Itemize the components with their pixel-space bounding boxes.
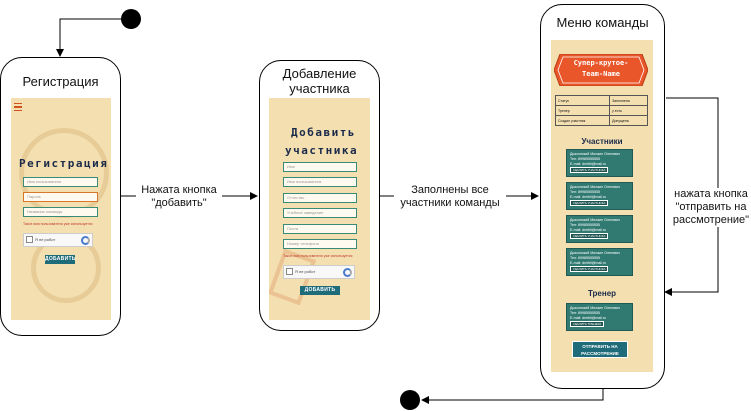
coach-phone: Тел: 89985555555 xyxy=(570,311,600,315)
end-node xyxy=(400,390,420,410)
transition-label-line: рассмотрение" xyxy=(672,214,750,226)
member-email: E-mail: dmitrii@mail.ru xyxy=(570,228,607,232)
members-heading: Участники xyxy=(581,137,623,146)
recaptcha-icon xyxy=(81,236,90,245)
coach-name: Дьяконский Михаил Олегович xyxy=(570,306,620,310)
state-title: Меню команды xyxy=(556,15,649,30)
remove-member-button[interactable]: УДАЛИТЬ УЧАСТНИКА xyxy=(570,200,609,206)
email-field[interactable]: Почта xyxy=(283,224,357,234)
page-title-line1: Добавить xyxy=(291,126,356,139)
table-row: Создал участник Допущена xyxy=(554,115,648,126)
table-cell: Статус xyxy=(554,95,611,106)
member-card: Дьяконский Михаил Олегович Тел: 89985555… xyxy=(566,248,633,276)
error-message: Такое имя пользователя уже используется xyxy=(23,222,93,226)
captcha-label: Я не робот xyxy=(295,269,316,274)
team-name-line1: Супер-крутое- xyxy=(573,59,629,67)
remove-coach-button[interactable]: УДАЛИТЬ ТРЕНЕРА xyxy=(570,321,605,327)
member-phone: Тел: 89985555555 xyxy=(570,256,600,260)
page-title-line2: участника xyxy=(285,144,359,157)
table-cell: Тренер xyxy=(554,105,611,116)
member-card: Дьяконский Михаил Олегович Тел: 89985555… xyxy=(566,215,633,243)
table-row: Тренер у есть xyxy=(554,105,648,116)
captcha-checkbox[interactable] xyxy=(26,236,33,244)
member-card: Дьяконский Михаил Олегович Тел: 89985555… xyxy=(566,182,633,210)
start-arrow xyxy=(56,18,121,57)
password-field[interactable]: Пароль xyxy=(23,192,98,202)
transition-label-line: Нажата кнопка xyxy=(141,184,217,196)
member-email: E-mail: dmitrii@mail.ru xyxy=(570,195,607,199)
transition-label-line: участники команды xyxy=(400,197,500,209)
team-name-banner xyxy=(554,54,648,86)
team-name-line2: Team-Name xyxy=(582,70,620,78)
name-field[interactable]: Имя xyxy=(283,162,357,172)
end-arrow xyxy=(421,389,604,404)
team-info-table: Статус Заполнена Тренер у есть Создал уч… xyxy=(554,95,648,126)
table-cell: у есть xyxy=(609,105,648,116)
table-cell: Заполнена xyxy=(609,95,648,106)
coach-heading: Тренер xyxy=(587,289,617,298)
transition-label-line: Заполнены все xyxy=(411,184,489,196)
captcha-checkbox[interactable] xyxy=(286,268,293,276)
start-node xyxy=(121,9,141,29)
team-name-field[interactable]: Название команды xyxy=(23,207,98,217)
transition-label-line: нажата кнопка xyxy=(674,188,748,200)
captcha-widget[interactable]: Я не робот xyxy=(283,265,355,279)
transition-label: Нажата кнопка "добавить" xyxy=(136,184,222,210)
add-button[interactable]: ДОБАВИТЬ xyxy=(45,255,76,264)
submit-label-line1: ОТПРАВИТЬ НА xyxy=(582,344,618,349)
table-cell: Допущена xyxy=(609,115,648,126)
submit-for-review-button[interactable]: ОТПРАВИТЬ НА РАССМОТРЕНИЕ xyxy=(572,341,628,358)
transition-label: Заполнены все участники команды xyxy=(394,184,506,210)
member-name: Дьяконский Михаил Олегович xyxy=(570,185,620,189)
captcha-widget[interactable]: Я не робот xyxy=(23,233,93,247)
transition-label: нажата кнопка "отправить на рассмотрение… xyxy=(672,188,750,227)
page-title: Регистрация xyxy=(19,157,109,170)
table-cell: Создал участник xyxy=(554,115,611,126)
submit-label-line2: РАССМОТРЕНИЕ xyxy=(581,351,619,356)
member-phone: Тел: 89985555555 xyxy=(570,190,600,194)
add-button[interactable]: ДОБАВИТЬ xyxy=(300,286,340,295)
coach-email: E-mail: dmitrii@mail.ru xyxy=(570,316,607,320)
member-name: Дьяконский Михаил Олегович xyxy=(570,152,620,156)
transition-label-line: "отправить на xyxy=(675,201,747,213)
recaptcha-icon xyxy=(343,268,352,277)
remove-member-button[interactable]: УДАЛИТЬ УЧАСТНИКА xyxy=(570,233,609,239)
member-email: E-mail: dmitrii@mail.ru xyxy=(570,162,607,166)
member-email: E-mail: dmitrii@mail.ru xyxy=(570,261,607,265)
emblem-watermark xyxy=(19,128,109,218)
hamburger-icon[interactable] xyxy=(14,103,22,111)
captcha-label: Я не робот xyxy=(35,237,56,242)
username-field[interactable]: Имя пользователя xyxy=(283,177,357,187)
state-title: Добавление участника xyxy=(282,66,357,96)
phone-field[interactable]: Номер телефона xyxy=(283,239,357,249)
school-field[interactable]: Учебное заведение xyxy=(283,208,357,218)
add-member-screen: Добавить участника Имя Имя пользователя … xyxy=(269,98,370,320)
remove-member-button[interactable]: УДАЛИТЬ УЧАСТНИКА xyxy=(570,167,609,173)
member-name: Дьяконский Михаил Олегович xyxy=(570,218,620,222)
state-title: Регистрация xyxy=(22,74,99,89)
transition-label-line: "добавить" xyxy=(151,197,207,209)
member-phone: Тел: 89985555555 xyxy=(570,157,600,161)
member-name: Дьяконский Михаил Олегович xyxy=(570,251,620,255)
username-field[interactable]: Имя пользователя xyxy=(23,177,98,187)
remove-member-button[interactable]: УДАЛИТЬ УЧАСТНИКА xyxy=(570,266,609,272)
member-phone: Тел: 89985555555 xyxy=(570,223,600,227)
patronymic-field[interactable]: Отчество xyxy=(283,193,357,203)
coach-card: Дьяконский Михаил Олегович Тел: 89985555… xyxy=(566,303,633,331)
table-row: Статус Заполнена xyxy=(554,95,648,106)
error-message: Такое имя пользователя уже используется xyxy=(283,254,353,258)
member-card: Дьяконский Михаил Олегович Тел: 89985555… xyxy=(566,149,633,177)
registration-screen: Регистрация Имя пользователя Пароль Назв… xyxy=(11,98,111,320)
